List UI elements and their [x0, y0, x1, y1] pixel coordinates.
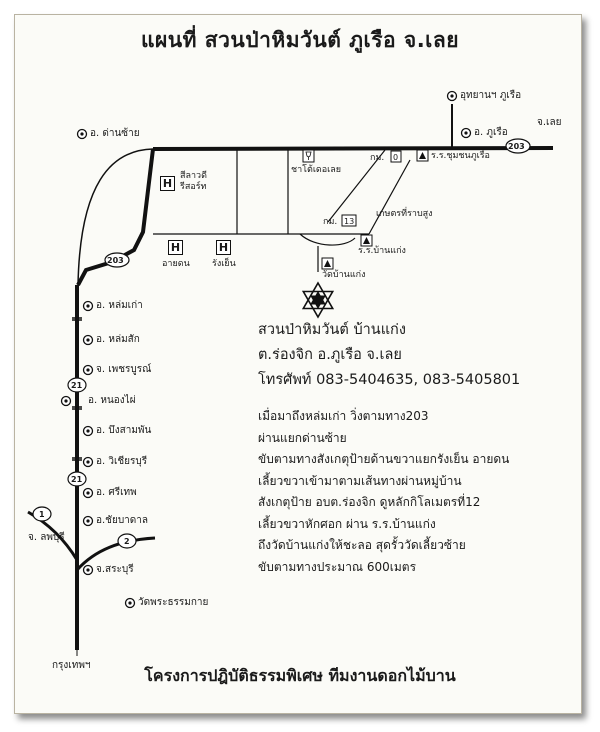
place-phetchabun: จ. เพชรบูรณ์ — [96, 364, 152, 375]
route-203-shield-b — [104, 252, 130, 268]
route-2-shield — [117, 533, 137, 549]
direction-step: สังเกตุป้าย อบต.ร่องจิก ดูหลักกิโลเมตรที… — [258, 495, 481, 509]
school-triangle-icon — [321, 257, 334, 270]
poi-km13-label: กม. — [323, 217, 338, 227]
place-lopburi: จ. ลพบุรี — [28, 532, 65, 543]
destination-info: สวนป่าหิมวันต์ บ้านแก่ง ต.ร่องจิก อ.ภูเร… — [258, 318, 520, 393]
directions-list: เมื่อมาถึงหล่มเก่า วิ่งตามทาง203 ผ่านแยก… — [258, 406, 509, 578]
km-post-icon — [341, 214, 357, 227]
route-21-shield-b — [67, 471, 87, 487]
direction-step: ขับตามทางสังเกตุป้ายด้านขวาแยกรังเย็น อา… — [258, 452, 510, 466]
road-arc-wat — [299, 233, 356, 246]
poi-wat-ban-kaeng: วัดบ้านแก่ง — [322, 270, 366, 280]
hotel-icon: H — [216, 240, 231, 255]
place-bangkok: กรุงเทพฯ — [52, 660, 91, 671]
place-dan-sai: อ. ด่านซ้าย — [90, 128, 140, 139]
place-chai-badan: อ.ชัยบาดาล — [96, 515, 149, 526]
poi-km-marker-label: กม. — [370, 153, 385, 163]
route-1-shield — [32, 506, 52, 522]
route-203-label: 203 — [107, 256, 124, 265]
direction-step: ขับตามทางประมาณ 600เมตร — [258, 559, 417, 574]
poi-rr-ban-kaeng: ร.ร.บ้านแก่ง — [358, 246, 406, 256]
road-saraburi — [75, 536, 156, 572]
place-phu-ruea: อ. ภูเรือ — [474, 127, 508, 138]
place-saraburi: จ.สระบุรี — [96, 564, 134, 575]
route-1-label: 1 — [39, 510, 45, 519]
school-triangle-icon — [416, 149, 429, 162]
place-si-thep: อ. ศรีเทพ — [96, 487, 137, 498]
destination-address: ต.ร่องจิก อ.ภูเรือ จ.เลย — [258, 347, 402, 363]
road-dansai — [77, 148, 154, 286]
km-post-icon — [390, 150, 402, 163]
poi-rr-chumchon-phu-ruea: ร.ร.ชุมชนภูเรือ — [431, 151, 490, 161]
poi-kaset-thi-rap-sung: เกษตรที่ราบสูง — [376, 209, 433, 219]
road-lopburi — [27, 510, 79, 561]
road-ticks — [72, 317, 82, 461]
map-title: แผนที่ สวนป่าหิมวันต์ ภูเรือ จ.เลย — [140, 28, 460, 52]
poi-silawadee-resort: สีลาวดี รีสอร์ท — [180, 171, 207, 192]
direction-step: เลี้ยวขวาเข้ามาตามเส้นทางผ่านหมู่บ้าน — [258, 473, 462, 488]
km-post-value: 0 — [393, 153, 399, 162]
destination-phone: โทรศัพท์ 083-5404635, 083-5405801 — [258, 372, 521, 388]
road-km13 — [327, 149, 386, 223]
destination-name: สวนป่าหิมวันต์ บ้านแก่ง — [258, 322, 406, 338]
place-wat-phra-thammakai: วัดพระธรรมกาย — [138, 597, 209, 608]
direction-step: เมื่อมาถึงหล่มเก่า วิ่งตามทาง203 — [258, 409, 429, 423]
route-21-label: 21 — [71, 475, 83, 484]
star-of-david-icon — [301, 281, 335, 319]
route-203-shield-a — [505, 138, 531, 154]
direction-step: ถึงวัดบ้านแก่งให้ชะลอ สุดรั้ววัดเลี้ยวซ้… — [258, 538, 466, 552]
place-loei: จ.เลย — [537, 117, 562, 128]
hotel-icon: H — [160, 176, 175, 191]
route-203-label: 203 — [508, 142, 525, 151]
road-to-wat — [368, 159, 411, 235]
place-udyan-phu-ruea: อุทยานฯ ภูเรือ — [460, 90, 522, 101]
km-post-value: 13 — [344, 217, 355, 226]
wine-glass-icon — [302, 149, 315, 163]
direction-step: เลี้ยวขวาหักศอก ผ่าน ร.ร.บ้านแก่ง — [258, 516, 436, 531]
place-lom-kao: อ. หล่มเก่า — [96, 300, 143, 311]
place-lom-sak: อ. หล่มสัก — [96, 334, 140, 345]
place-bueng-sam-phan: อ. บึงสามพัน — [96, 425, 152, 436]
school-triangle-icon — [360, 234, 373, 247]
place-wichian-buri: อ. วิเชียรบุรี — [96, 456, 148, 467]
footer-project-name: โครงการปฎิบัติธรรมพิเศษ ทีมงานดอกไม้บาน — [144, 666, 456, 685]
map-frame — [14, 14, 582, 714]
poi-rang-yen: รังเย็น — [212, 259, 236, 269]
route-2-label: 2 — [124, 537, 130, 546]
hotel-icon: H — [168, 240, 183, 255]
road-203-top — [152, 146, 554, 151]
direction-step: ผ่านแยกด่านซ้าย — [258, 430, 347, 445]
poi-ayadon: อายดน — [162, 259, 190, 269]
poi-chateau-de-loei: ชาโต้เดอเลย — [291, 165, 342, 175]
route-21-label: 21 — [71, 381, 83, 390]
route-21-shield-a — [67, 377, 87, 393]
place-nong-phai: อ. หนองไผ่ — [88, 395, 136, 406]
